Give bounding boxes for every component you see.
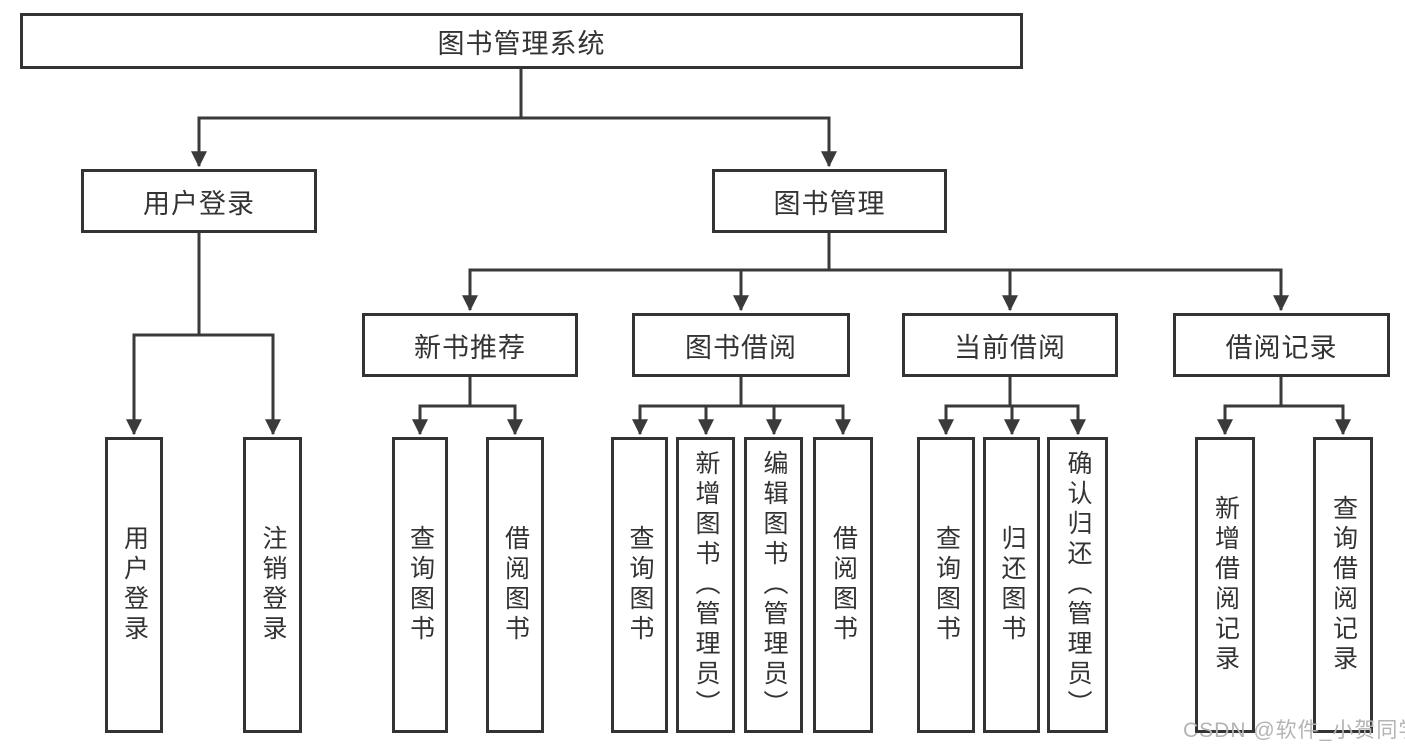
leaf-query-book-recommend: 查询图书: [392, 437, 448, 733]
leaf-user-login: 用户登录: [105, 437, 163, 733]
node-book-borrow: 图书借阅: [632, 313, 850, 377]
leaf-query-borrow-record: 查询借阅记录: [1313, 437, 1373, 733]
node-new-book-recommend: 新书推荐: [362, 313, 578, 377]
leaf-label: 用户登录: [120, 525, 149, 645]
leaf-label: 归还图书: [998, 525, 1026, 645]
leaf-label: 新增借阅记录: [1211, 495, 1240, 675]
leaf-label: 查询借阅记录: [1329, 495, 1358, 675]
leaf-label: 编辑图书（管理员）: [760, 450, 788, 720]
leaf-add-borrow-record: 新增借阅记录: [1195, 437, 1255, 733]
leaf-label: 借阅图书: [829, 525, 858, 645]
leaf-borrow-book: 借阅图书: [813, 437, 873, 733]
leaf-logout: 注销登录: [243, 437, 302, 733]
leaf-return-book: 归还图书: [983, 437, 1040, 733]
leaf-label: 查询图书: [626, 525, 654, 645]
csdn-watermark: CSDN @软件_小贺同学: [1183, 719, 1405, 742]
leaf-label: 查询图书: [406, 525, 435, 645]
node-current-borrow: 当前借阅: [902, 313, 1118, 377]
leaf-confirm-return-admin: 确认归还（管理员）: [1047, 437, 1108, 733]
leaf-label: 新增图书（管理员）: [692, 450, 720, 720]
leaf-query-book-borrow: 查询图书: [611, 437, 668, 733]
leaf-add-book-admin: 新增图书（管理员）: [676, 437, 735, 733]
node-root-library-system: 图书管理系统: [20, 13, 1023, 69]
leaf-label: 注销登录: [259, 525, 287, 645]
node-book-management: 图书管理: [712, 169, 947, 233]
leaf-query-book-current: 查询图书: [917, 437, 975, 733]
node-borrow-record: 借阅记录: [1173, 313, 1390, 377]
leaf-label: 确认归还（管理员）: [1064, 450, 1092, 720]
node-user-login: 用户登录: [81, 169, 317, 233]
leaf-label: 查询图书: [932, 525, 961, 645]
leaf-borrow-book-recommend: 借阅图书: [486, 437, 544, 733]
leaf-edit-book-admin: 编辑图书（管理员）: [744, 437, 803, 733]
leaf-label: 借阅图书: [501, 525, 530, 645]
